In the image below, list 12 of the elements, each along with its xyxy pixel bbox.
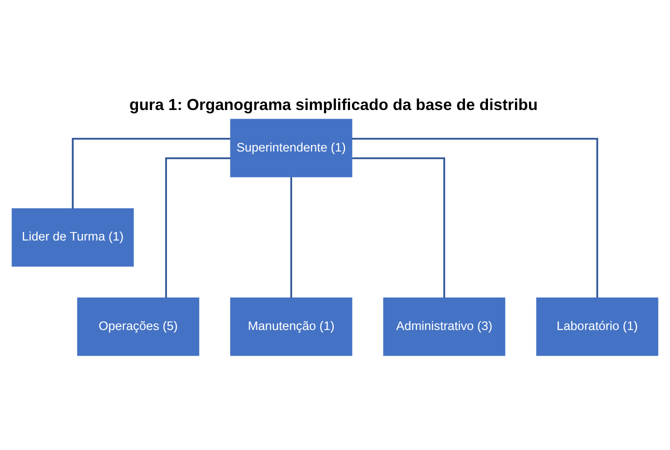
connector — [352, 138, 598, 298]
node-box: Laboratório (1) — [536, 298, 658, 356]
connector — [72, 138, 230, 209]
connector — [165, 157, 230, 298]
node-box: Operações (5) — [77, 298, 200, 356]
connector — [352, 157, 446, 298]
connector — [290, 177, 292, 298]
node-box: Administrativo (3) — [383, 298, 506, 356]
node-box: Manutenção (1) — [230, 298, 352, 356]
node-box: Superintendente (1) — [230, 118, 352, 178]
diagram-title: gura 1: Organograma simplificado da base de distribu — [129, 96, 538, 114]
node-box: Lider de Turma (1) — [12, 208, 134, 267]
